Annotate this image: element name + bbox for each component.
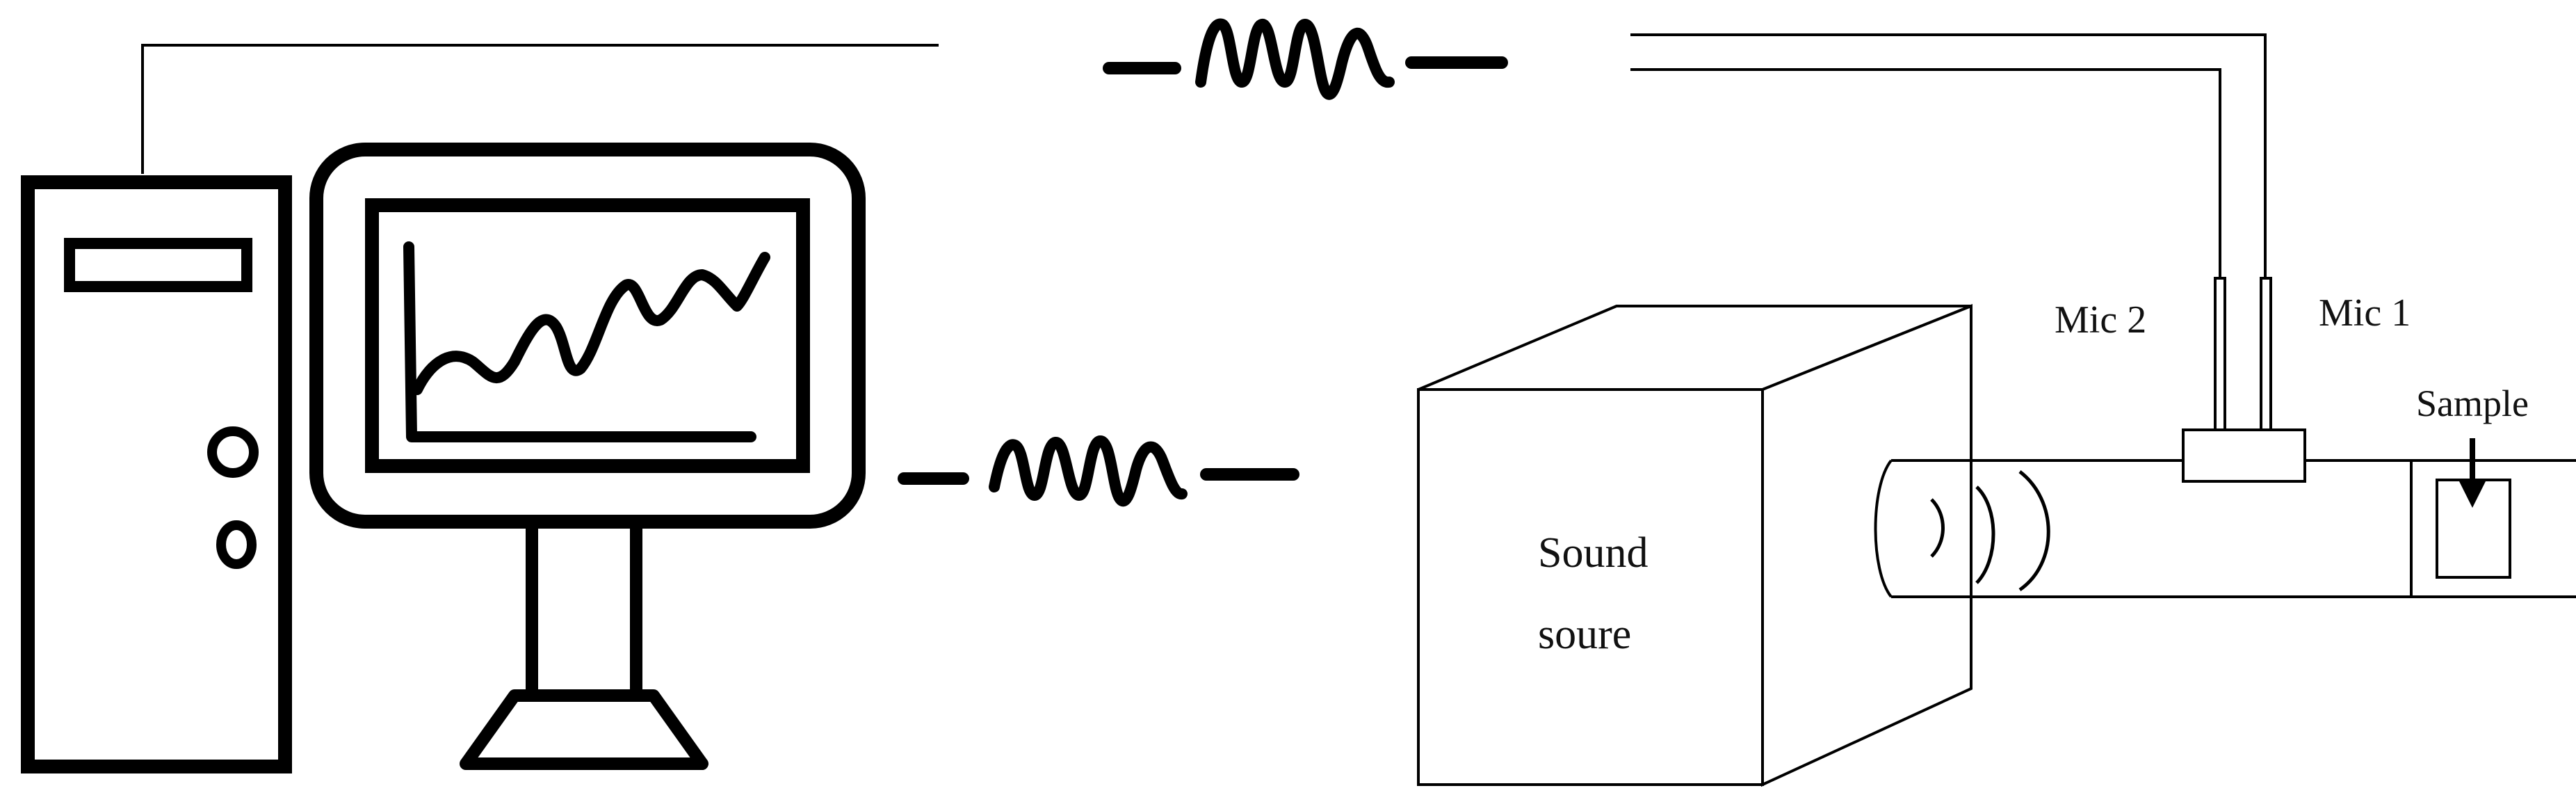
sound-source-box [1418, 306, 1971, 785]
sample-label: Sample [2416, 383, 2529, 424]
mic1-label: Mic 1 [2319, 291, 2411, 335]
mic-mount [2183, 430, 2305, 481]
sound-source-label-line2: soure [1538, 611, 1631, 658]
microphone-assembly [2183, 278, 2305, 481]
mic1-probe [2261, 278, 2271, 431]
mic2-wire [1630, 35, 2265, 282]
mic1-wire [1630, 70, 2220, 282]
sound-source-label-line1: Sound [1538, 529, 1648, 577]
lower-signal-waveform-icon [904, 441, 1293, 501]
monitor-icon [316, 150, 859, 764]
mic2-label: Mic 2 [2055, 298, 2146, 342]
pc-tower-icon [28, 182, 285, 767]
mic2-probe [2215, 278, 2225, 431]
upper-signal-waveform-icon [1109, 24, 1502, 94]
